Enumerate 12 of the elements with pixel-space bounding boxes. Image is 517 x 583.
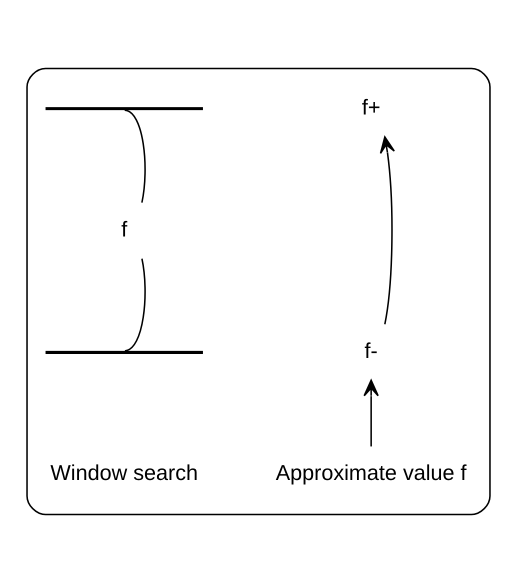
cluster: [26, 68, 491, 516]
node-bar: [46, 107, 203, 110]
node-text: f-: [364, 338, 378, 364]
connector: [124, 109, 146, 203]
connector: [124, 258, 146, 352]
node-text: Approximate value f: [276, 460, 467, 486]
node-bar: [46, 350, 203, 354]
node-text: f+: [362, 94, 380, 120]
arrow: [380, 136, 396, 324]
label: Window search: [50, 460, 198, 486]
node-text: f: [121, 216, 128, 242]
arrow: [363, 380, 379, 446]
